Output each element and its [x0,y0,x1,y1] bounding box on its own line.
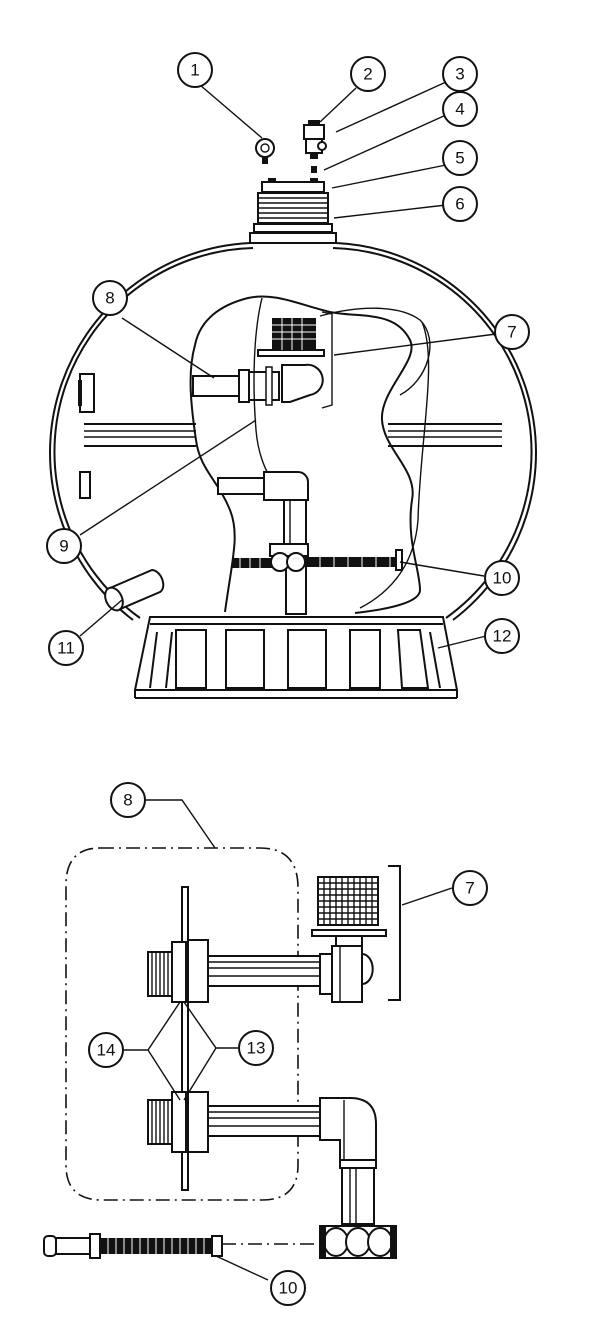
svg-text:2: 2 [363,65,372,84]
svg-text:7: 7 [465,879,474,898]
svg-text:8: 8 [105,289,114,308]
svg-text:4: 4 [455,100,464,119]
leader-lines [79,81,497,1281]
internal-piping [192,297,431,615]
air-relief-valve-icon [303,120,327,173]
svg-text:6: 6 [455,195,464,214]
svg-text:3: 3 [455,65,464,84]
svg-text:10: 10 [279,1279,298,1298]
callout-12: 12 [484,618,520,654]
callout-5: 5 [442,140,478,176]
base-stand [133,616,459,699]
svg-text:7: 7 [507,323,516,342]
callout-8-detail: 8 [110,782,146,818]
svg-text:8: 8 [123,791,132,810]
svg-text:11: 11 [57,639,75,658]
svg-text:14: 14 [97,1041,116,1060]
callout-6: 6 [442,186,478,222]
callout-4: 4 [442,91,478,127]
callout-11: 11 [48,630,84,666]
lateral-grid-icon [311,876,387,947]
cutaway-opening [189,295,422,614]
svg-text:5: 5 [455,149,464,168]
svg-text:10: 10 [493,569,512,588]
svg-text:12: 12 [493,627,512,646]
drain-port [104,568,165,612]
callout-10: 10 [484,560,520,596]
svg-text:9: 9 [59,537,68,556]
callout-13: 13 [238,1030,274,1066]
callout-7: 7 [494,314,530,350]
callout-1: 1 [177,52,213,88]
callout-10-detail: 10 [270,1270,306,1306]
pressure-gauge-icon [255,138,275,164]
callout-14: 14 [88,1032,124,1068]
callout-8: 8 [92,280,128,316]
callout-9: 9 [46,528,82,564]
filter-tank-assembly [49,120,537,699]
svg-text:13: 13 [247,1039,266,1058]
callout-3: 3 [442,56,478,92]
svg-text:1: 1 [190,61,199,80]
callout-7-detail: 7 [452,870,488,906]
callout-2: 2 [350,56,386,92]
lateral-assembly-detail [43,847,401,1259]
dome-closure [249,178,337,244]
